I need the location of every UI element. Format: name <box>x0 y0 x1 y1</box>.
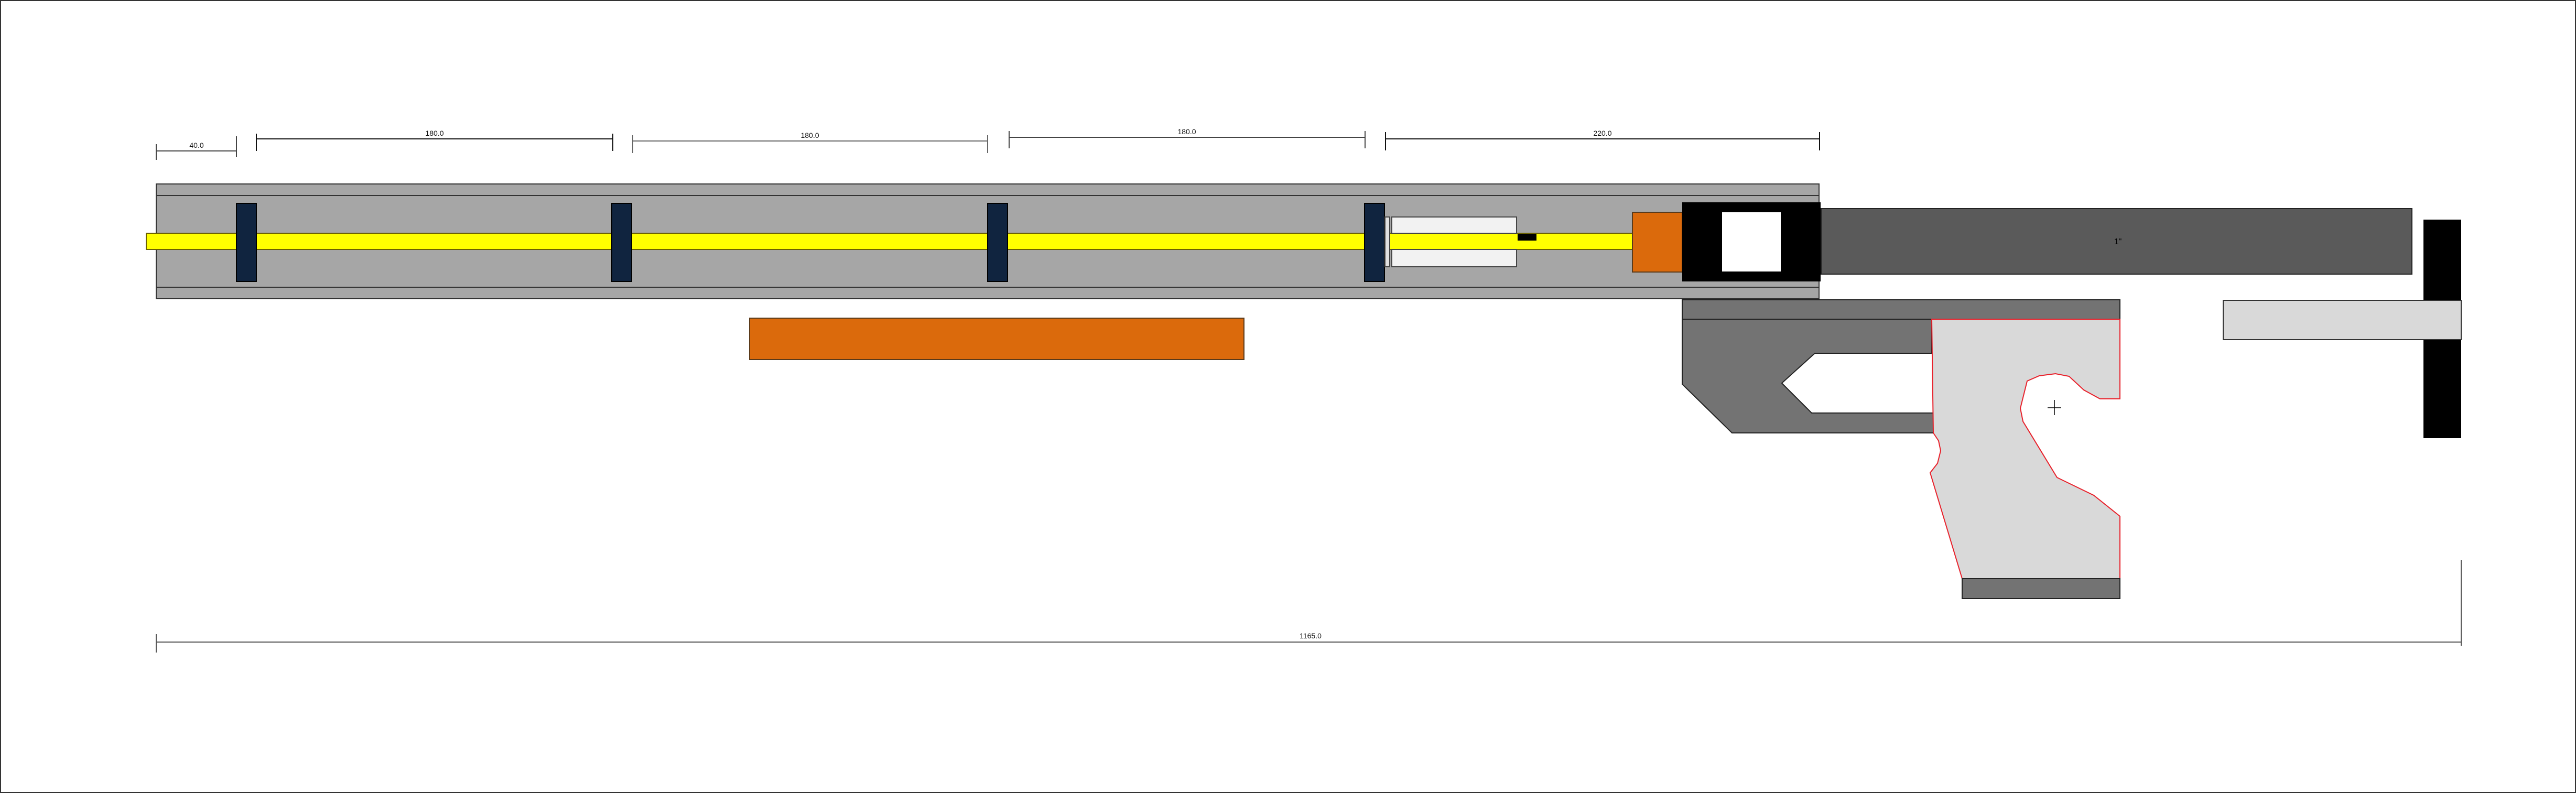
barrel-label: 1" <box>2114 237 2122 246</box>
sleeve-upper[interactable] <box>1391 216 1517 234</box>
dimension-label-overall: 1165.0 <box>1300 632 1322 640</box>
stock-bar[interactable] <box>2223 300 2462 340</box>
frame-top-rail[interactable] <box>1682 299 2120 320</box>
dimension-label-220: 220.0 <box>1593 129 1611 137</box>
grip[interactable] <box>1929 319 2120 579</box>
crosshair-icon <box>2048 400 2061 415</box>
dimension-label-40: 40.0 <box>189 141 203 149</box>
orange-bar[interactable] <box>749 318 1244 360</box>
stop-pin[interactable] <box>1518 234 1536 241</box>
chamber-window <box>1722 212 1781 271</box>
spacer-block-4[interactable] <box>1364 203 1385 282</box>
orange-block[interactable] <box>1632 212 1683 273</box>
dimension-180-c[interactable] <box>1009 131 1366 148</box>
spacer-block-1[interactable] <box>236 203 257 282</box>
grip-base-plate[interactable] <box>1962 578 2120 599</box>
dimension-180-a[interactable] <box>256 134 613 151</box>
barrel[interactable] <box>1821 208 2412 275</box>
sleeve-lower[interactable] <box>1391 249 1517 267</box>
dimension-label-180-a: 180.0 <box>425 129 443 137</box>
dimension-180-b[interactable] <box>632 135 988 153</box>
spacer-block-3[interactable] <box>987 203 1008 282</box>
dimension-label-180-c: 180.0 <box>1177 127 1196 136</box>
sleeve-washer[interactable] <box>1384 216 1390 267</box>
dimension-40[interactable] <box>156 136 237 160</box>
guide-rod[interactable] <box>146 233 1633 250</box>
dimension-overall[interactable] <box>156 560 2462 653</box>
spacer-block-2[interactable] <box>611 203 632 282</box>
dimension-220[interactable] <box>1385 132 1820 150</box>
dimension-label-180-b: 180.0 <box>800 131 819 139</box>
